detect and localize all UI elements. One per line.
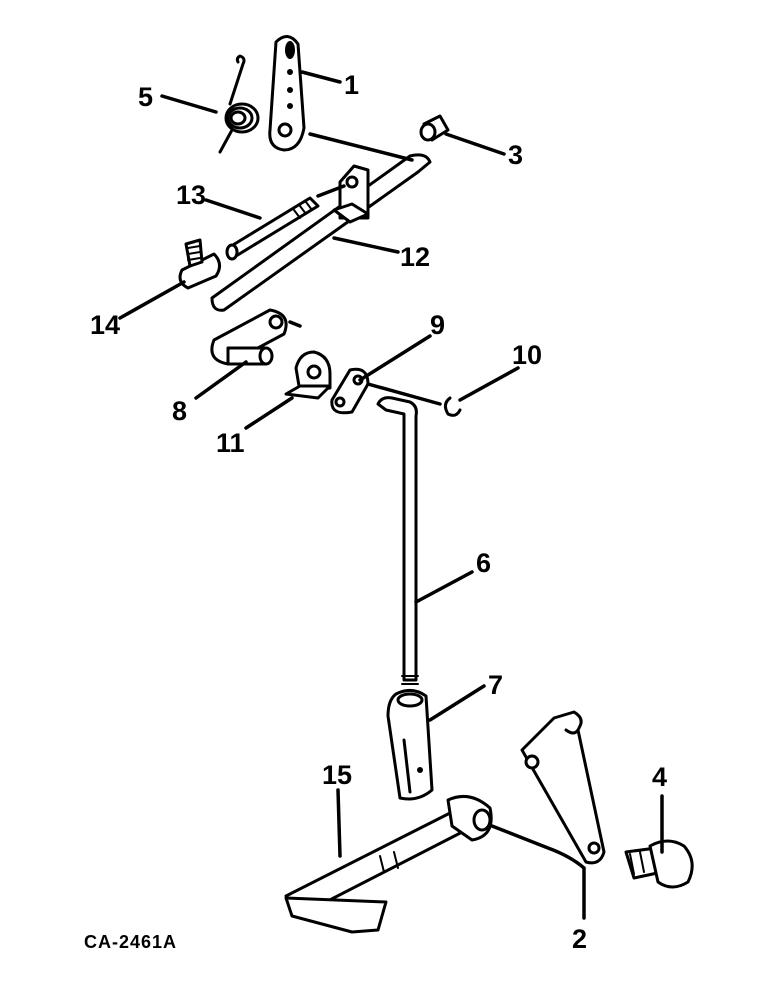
leader-3 xyxy=(444,132,506,156)
leader-2 xyxy=(490,824,586,920)
leader-lines xyxy=(118,70,664,920)
callout-1: 1 xyxy=(344,70,359,100)
leader-1 xyxy=(300,70,342,84)
leader-11 xyxy=(244,396,294,430)
callout-14: 14 xyxy=(90,310,120,340)
part-3-cap-nut xyxy=(419,114,450,142)
leader-9 xyxy=(358,334,432,382)
leader-12 xyxy=(332,236,400,254)
part-15-pedal xyxy=(284,794,493,934)
part-6-rod xyxy=(376,396,419,685)
callout-6: 6 xyxy=(476,548,491,578)
callout-3: 3 xyxy=(508,140,523,170)
callout-4: 4 xyxy=(652,762,667,792)
leader-10 xyxy=(458,366,520,402)
leader-7 xyxy=(428,684,486,722)
part-4-shoulder-bolt xyxy=(624,839,694,889)
part-12-rod-assembly xyxy=(210,153,432,312)
leader-15 xyxy=(336,788,342,858)
part-7-clevis xyxy=(386,689,434,801)
leader-12c xyxy=(316,184,346,198)
part-9-link-plate xyxy=(330,367,370,415)
leader-5 xyxy=(160,94,218,114)
callout-13: 13 xyxy=(176,180,206,210)
callout-7: 7 xyxy=(488,670,503,700)
leader-12b xyxy=(308,132,414,162)
callout-9: 9 xyxy=(430,310,445,340)
part-13-threaded-rod xyxy=(225,196,320,261)
callout-15: 15 xyxy=(322,760,352,790)
part-1-lever-arm xyxy=(268,35,306,152)
callout-labels: 1 2 3 4 5 6 7 8 9 10 11 12 13 14 15 xyxy=(90,70,667,954)
callout-2: 2 xyxy=(572,924,587,954)
callout-11: 11 xyxy=(216,428,245,458)
part-10-clip xyxy=(443,396,462,417)
callout-5: 5 xyxy=(138,82,153,112)
leader-14 xyxy=(118,280,186,320)
leader-8 xyxy=(194,360,248,400)
drawing-reference: CA-2461A xyxy=(84,932,177,952)
part-5-spring xyxy=(218,54,260,154)
callout-12: 12 xyxy=(400,242,430,272)
part-2-bracket xyxy=(520,710,606,865)
part-8-bell-crank xyxy=(210,308,288,366)
leader-6 xyxy=(414,570,474,604)
callout-8: 8 xyxy=(172,396,187,426)
leader-9b xyxy=(366,382,442,406)
leader-13 xyxy=(204,198,262,220)
callout-10: 10 xyxy=(512,340,542,370)
part-14-fitting xyxy=(178,238,221,290)
part-11-pivot-block xyxy=(284,350,332,400)
leader-8b xyxy=(288,320,302,328)
